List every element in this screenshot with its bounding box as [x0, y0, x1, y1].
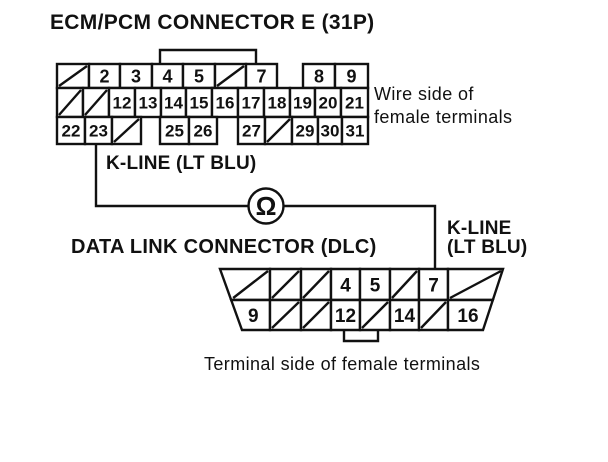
no-terminal-slash-icon [113, 118, 140, 143]
ecm-pin-number: 4 [162, 66, 172, 86]
ecm-pin-cell-23: 23 [83, 115, 114, 146]
no-terminal-slash-icon [302, 270, 330, 299]
kline-wire-right [284, 204, 437, 270]
dlc-pin-cell-16: 16 [446, 298, 495, 332]
dlc-title: DATA LINK CONNECTOR (DLC) [71, 236, 377, 258]
ecm-pin-number: 8 [314, 66, 324, 86]
dlc-pin-cell-blocked [218, 267, 272, 302]
ecm-pin-cell-13: 13 [133, 86, 163, 119]
ecm-pin-number: 23 [89, 122, 108, 141]
ecm-pin-cell-9: 9 [333, 62, 370, 90]
ecm-pin-number: 31 [346, 122, 365, 141]
no-terminal-slash-icon [216, 65, 245, 87]
terminal-side-note: Terminal side of female terminals [204, 354, 481, 374]
ecm-keying-tab [158, 48, 258, 66]
ecm-pin-number: 30 [321, 122, 340, 141]
dlc-pin-cell-5: 5 [358, 267, 392, 302]
no-terminal-slash-icon [302, 301, 330, 329]
ohm-symbol: Ω [256, 191, 277, 221]
ecm-pin-cell-22: 22 [55, 115, 87, 146]
ecm-pin-cell-26: 26 [187, 115, 219, 146]
ecm-pin-number: 25 [165, 122, 184, 141]
ecm-pin-number: 7 [256, 66, 266, 86]
dlc-pin-number: 9 [248, 306, 259, 327]
ecm-pin-number: 27 [242, 122, 261, 141]
ecm-pin-number: 12 [113, 94, 132, 113]
kline-label-ecm: K-LINE (LT BLU) [106, 153, 257, 174]
wire-side-note-line1: Wire side of [374, 84, 474, 104]
no-terminal-slash-icon [232, 270, 269, 299]
no-terminal-slash-icon [420, 301, 447, 329]
ecm-pin-number: 15 [190, 94, 209, 113]
ecm-pin-number: 22 [62, 122, 81, 141]
ecm-pin-number: 20 [319, 94, 338, 113]
dlc-pin-cell-blocked [268, 267, 303, 302]
ecm-pin-number: 26 [194, 122, 213, 141]
dlc-pin-cell-9: 9 [229, 298, 272, 332]
ecm-pin-cell-blocked [110, 115, 143, 146]
ecm-pin-cell-17: 17 [236, 86, 266, 119]
ecm-pin-number: 21 [345, 94, 364, 113]
ecm-title: ECM/PCM CONNECTOR E (31P) [50, 11, 375, 34]
no-terminal-slash-icon [58, 89, 82, 116]
ecm-pin-number: 13 [139, 94, 158, 113]
dlc-pin-cell-blocked [358, 298, 392, 332]
dlc-pin-cell-blocked [299, 298, 333, 332]
dlc-pin-cell-blocked [268, 298, 303, 332]
ecm-pin-cell-18: 18 [262, 86, 292, 119]
no-terminal-slash-icon [84, 89, 108, 116]
dlc-pin-cell-12: 12 [329, 298, 362, 332]
ecm-pin-cell-blocked [263, 115, 294, 146]
ecm-pin-cell-2: 2 [87, 62, 122, 90]
kline-label-dlc-line1: K-LINE [447, 218, 512, 239]
dlc-pin-number: 16 [457, 306, 478, 327]
ecm-pin-number: 5 [194, 66, 204, 86]
no-terminal-slash-icon [271, 301, 300, 329]
no-terminal-slash-icon [271, 270, 300, 299]
wire-side-note: Wire side of female terminals [374, 83, 512, 129]
ecm-pin-number: 29 [296, 122, 315, 141]
dlc-pin-cell-blocked [417, 298, 450, 332]
dlc-pin-number: 4 [340, 275, 351, 296]
dlc-pin-cell-4: 4 [329, 267, 362, 302]
no-terminal-slash-icon [266, 118, 291, 143]
ecm-pin-number: 2 [99, 66, 109, 86]
dlc-keying-tab [342, 330, 380, 343]
ecm-pin-cell-30: 30 [316, 115, 344, 146]
dlc-pin-cell-blocked [446, 267, 505, 302]
ecm-pin-number: 14 [164, 94, 183, 113]
wire-side-note-line2: female terminals [374, 107, 513, 127]
dlc-pin-cell-blocked [388, 267, 421, 302]
kline-wire-left [94, 144, 248, 208]
ecm-pin-cell-21: 21 [339, 86, 370, 119]
ecm-pin-cell-7: 7 [244, 62, 279, 90]
dlc-pin-number: 5 [370, 275, 381, 296]
no-terminal-slash-icon [391, 270, 418, 299]
ecm-pin-number: 18 [268, 94, 287, 113]
ecm-pin-number: 3 [131, 66, 141, 86]
dlc-pin-cell-14: 14 [388, 298, 421, 332]
dlc-pin-cell-7: 7 [417, 267, 450, 302]
dlc-pin-number: 14 [394, 306, 416, 327]
ecm-pin-number: 19 [293, 94, 312, 113]
dlc-pin-number: 12 [335, 306, 356, 327]
dlc-pin-cell-blocked [299, 267, 333, 302]
ecm-pin-number: 16 [216, 94, 235, 113]
ohmmeter-icon [247, 187, 285, 225]
no-terminal-slash-icon [58, 65, 88, 87]
no-terminal-slash-icon [449, 269, 502, 300]
dlc-pin-number: 7 [428, 275, 439, 296]
ecm-pin-number: 17 [242, 94, 261, 113]
ecm-pin-cell-31: 31 [340, 115, 370, 146]
kline-label-dlc: K-LINE (LT BLU) [447, 219, 527, 257]
kline-label-dlc-line2: (LT BLU) [447, 237, 528, 258]
ecm-pin-number: 9 [346, 66, 356, 86]
no-terminal-slash-icon [361, 301, 389, 329]
